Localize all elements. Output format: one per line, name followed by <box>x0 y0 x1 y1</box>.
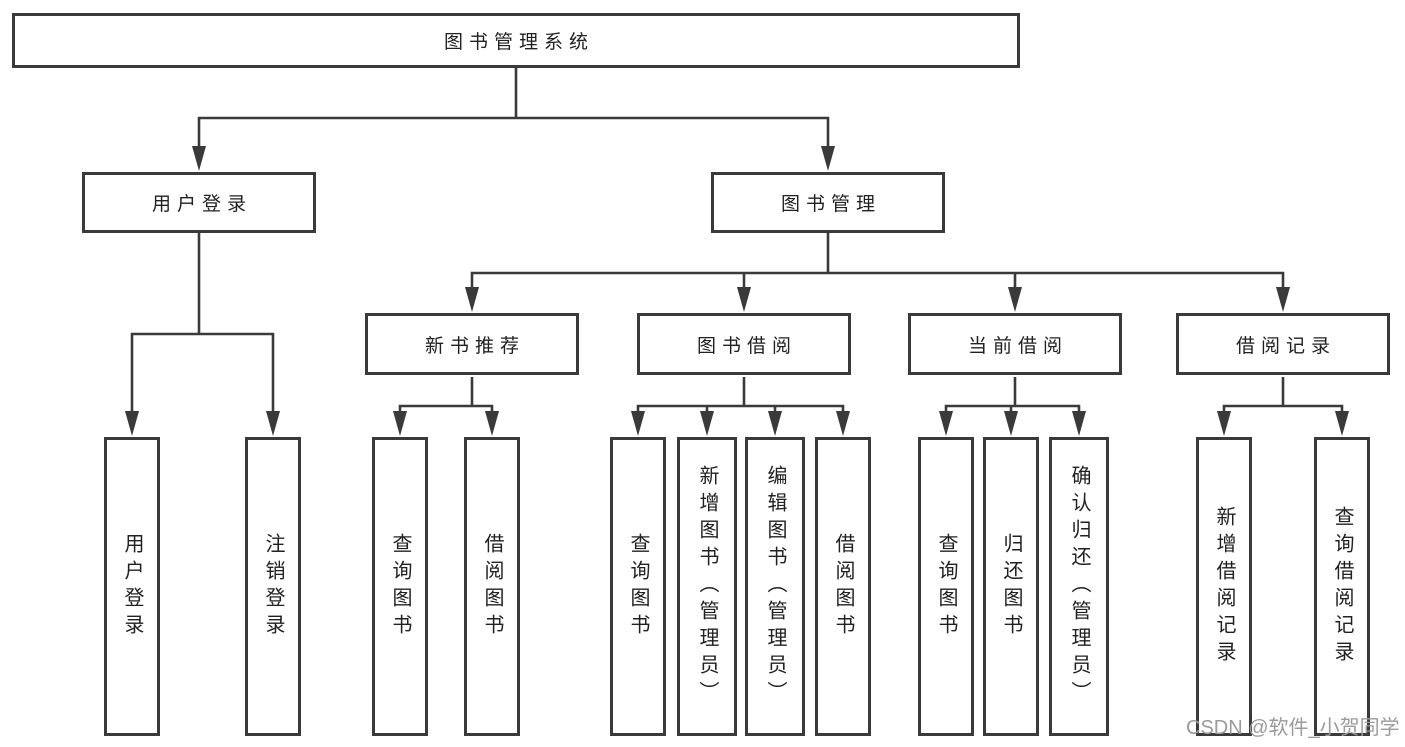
node-user-login-label: 用户登录 <box>151 194 252 215</box>
leaf-query-book-3: 查询图书 <box>918 437 974 736</box>
leaf-logout: 注销登录 <box>245 437 301 736</box>
node-new-book-rec-label: 新书推荐 <box>424 335 525 357</box>
leaf-query-book-1: 查询图书 <box>372 437 428 736</box>
leaf-add-book-admin: 新增图书（管理员） <box>677 437 737 736</box>
leaf-query-borrow-record-label: 查询借阅记录 <box>1331 505 1353 668</box>
leaf-add-borrow-record: 新增借阅记录 <box>1196 437 1252 736</box>
node-book-borrow: 图书借阅 <box>637 313 851 375</box>
node-current-borrow: 当前借阅 <box>908 313 1122 375</box>
node-root-label: 图书管理系统 <box>443 32 594 53</box>
leaf-return-book-label: 归还图书 <box>1000 532 1022 641</box>
node-book-borrow-label: 图书借阅 <box>696 335 797 357</box>
node-book-mgmt-label: 图书管理 <box>780 194 881 215</box>
leaf-borrow-book-2-label: 借阅图书 <box>832 532 854 641</box>
leaf-query-book-3-label: 查询图书 <box>935 532 957 641</box>
leaf-confirm-return-admin: 确认归还（管理员） <box>1049 437 1109 736</box>
leaf-query-book-1-label: 查询图书 <box>389 532 411 641</box>
node-current-borrow-label: 当前借阅 <box>967 335 1068 357</box>
leaf-borrow-book-1-label: 借阅图书 <box>481 532 503 641</box>
leaf-confirm-return-admin-label: 确认归还（管理员） <box>1068 465 1090 708</box>
leaf-borrow-book-2: 借阅图书 <box>815 437 871 736</box>
leaf-user-login-label: 用户登录 <box>121 532 143 641</box>
leaf-add-book-admin-label: 新增图书（管理员） <box>696 465 718 708</box>
leaf-logout-label: 注销登录 <box>262 532 284 641</box>
node-new-book-rec: 新书推荐 <box>365 313 579 375</box>
leaf-add-borrow-record-label: 新增借阅记录 <box>1213 505 1235 668</box>
leaf-edit-book-admin: 编辑图书（管理员） <box>745 437 805 736</box>
leaf-edit-book-admin-label: 编辑图书（管理员） <box>764 465 786 708</box>
leaf-borrow-book-1: 借阅图书 <box>464 437 520 736</box>
leaf-user-login: 用户登录 <box>104 437 160 736</box>
leaf-query-book-2: 查询图书 <box>610 437 666 736</box>
node-borrow-record-label: 借阅记录 <box>1235 335 1336 357</box>
node-book-mgmt: 图书管理 <box>711 172 945 233</box>
leaf-query-book-2-label: 查询图书 <box>627 532 649 641</box>
leaf-return-book: 归还图书 <box>983 437 1039 736</box>
leaf-query-borrow-record: 查询借阅记录 <box>1314 437 1370 736</box>
node-root: 图书管理系统 <box>12 13 1020 68</box>
node-borrow-record: 借阅记录 <box>1176 313 1390 375</box>
node-user-login: 用户登录 <box>82 172 316 233</box>
